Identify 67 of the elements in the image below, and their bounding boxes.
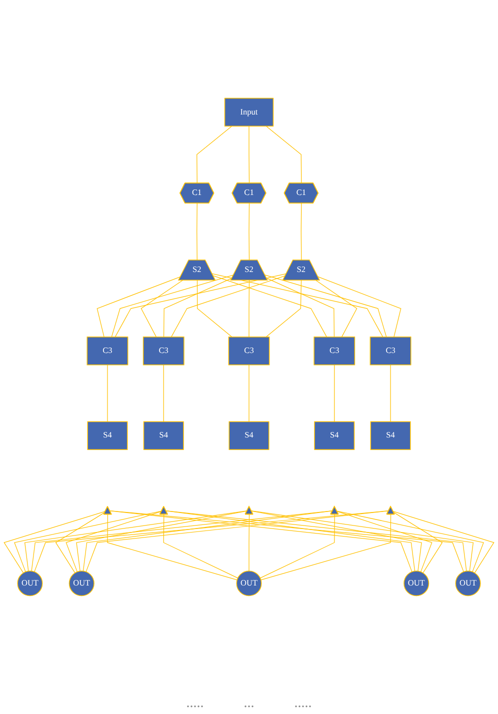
connector	[163, 364, 164, 422]
connector	[248, 514, 250, 572]
connector	[260, 514, 335, 578]
ellipsis-label: .....	[186, 696, 204, 712]
connector	[316, 280, 358, 338]
node-circle	[68, 570, 94, 596]
connector	[196, 126, 232, 184]
connector	[163, 278, 232, 338]
connector	[66, 511, 162, 572]
node-circle	[404, 570, 430, 596]
connector	[163, 514, 238, 578]
connector	[96, 276, 181, 338]
connector	[260, 514, 392, 580]
connector	[318, 276, 402, 338]
connector	[196, 203, 198, 261]
connector	[212, 273, 384, 338]
connector	[266, 126, 302, 184]
connector	[82, 510, 333, 572]
connector	[14, 510, 162, 572]
connector	[24, 510, 248, 572]
connector	[336, 511, 432, 572]
connector	[334, 364, 335, 422]
ellipsis-label: ...	[244, 696, 254, 712]
connector	[171, 275, 286, 338]
connector	[336, 510, 484, 572]
connector	[248, 364, 250, 422]
ellipsis-label: .....	[294, 696, 312, 712]
node-box	[224, 98, 274, 127]
connector	[248, 203, 250, 261]
connector	[111, 274, 234, 338]
connector	[300, 203, 302, 261]
node-box	[143, 421, 184, 450]
connector	[76, 510, 248, 572]
connector	[266, 280, 302, 338]
connector	[4, 510, 106, 574]
node-box	[86, 336, 128, 366]
connector	[248, 126, 250, 184]
node-box	[370, 336, 412, 366]
connector	[251, 510, 474, 572]
node-circle	[17, 570, 43, 596]
network-diagram: Input C1 C1 C1 S2 S2 S2 C3 C3 C3 C3 C3 S4 S4 S4 S4 S4 OUT OUT OUT OUT OUT	[0, 0, 498, 694]
node-box	[228, 421, 270, 450]
connector	[107, 514, 238, 580]
connector	[166, 510, 416, 572]
connector	[107, 364, 108, 422]
connector	[140, 280, 183, 338]
connector	[264, 274, 387, 338]
node-box	[228, 336, 270, 366]
connector	[55, 512, 106, 574]
connector	[166, 510, 467, 572]
connector	[114, 273, 287, 338]
connector	[196, 280, 232, 338]
connector	[390, 364, 391, 422]
connector	[266, 278, 335, 338]
node-box	[314, 336, 356, 366]
connector	[248, 280, 250, 338]
connector	[212, 275, 327, 338]
node-box	[370, 421, 411, 450]
connector	[393, 512, 443, 574]
node-circle	[455, 570, 481, 596]
connector	[31, 510, 333, 572]
connector	[392, 510, 494, 574]
node-box	[314, 421, 355, 450]
connector	[251, 510, 422, 572]
node-box	[142, 336, 184, 366]
node-box	[87, 421, 128, 450]
node-circle	[236, 570, 262, 596]
